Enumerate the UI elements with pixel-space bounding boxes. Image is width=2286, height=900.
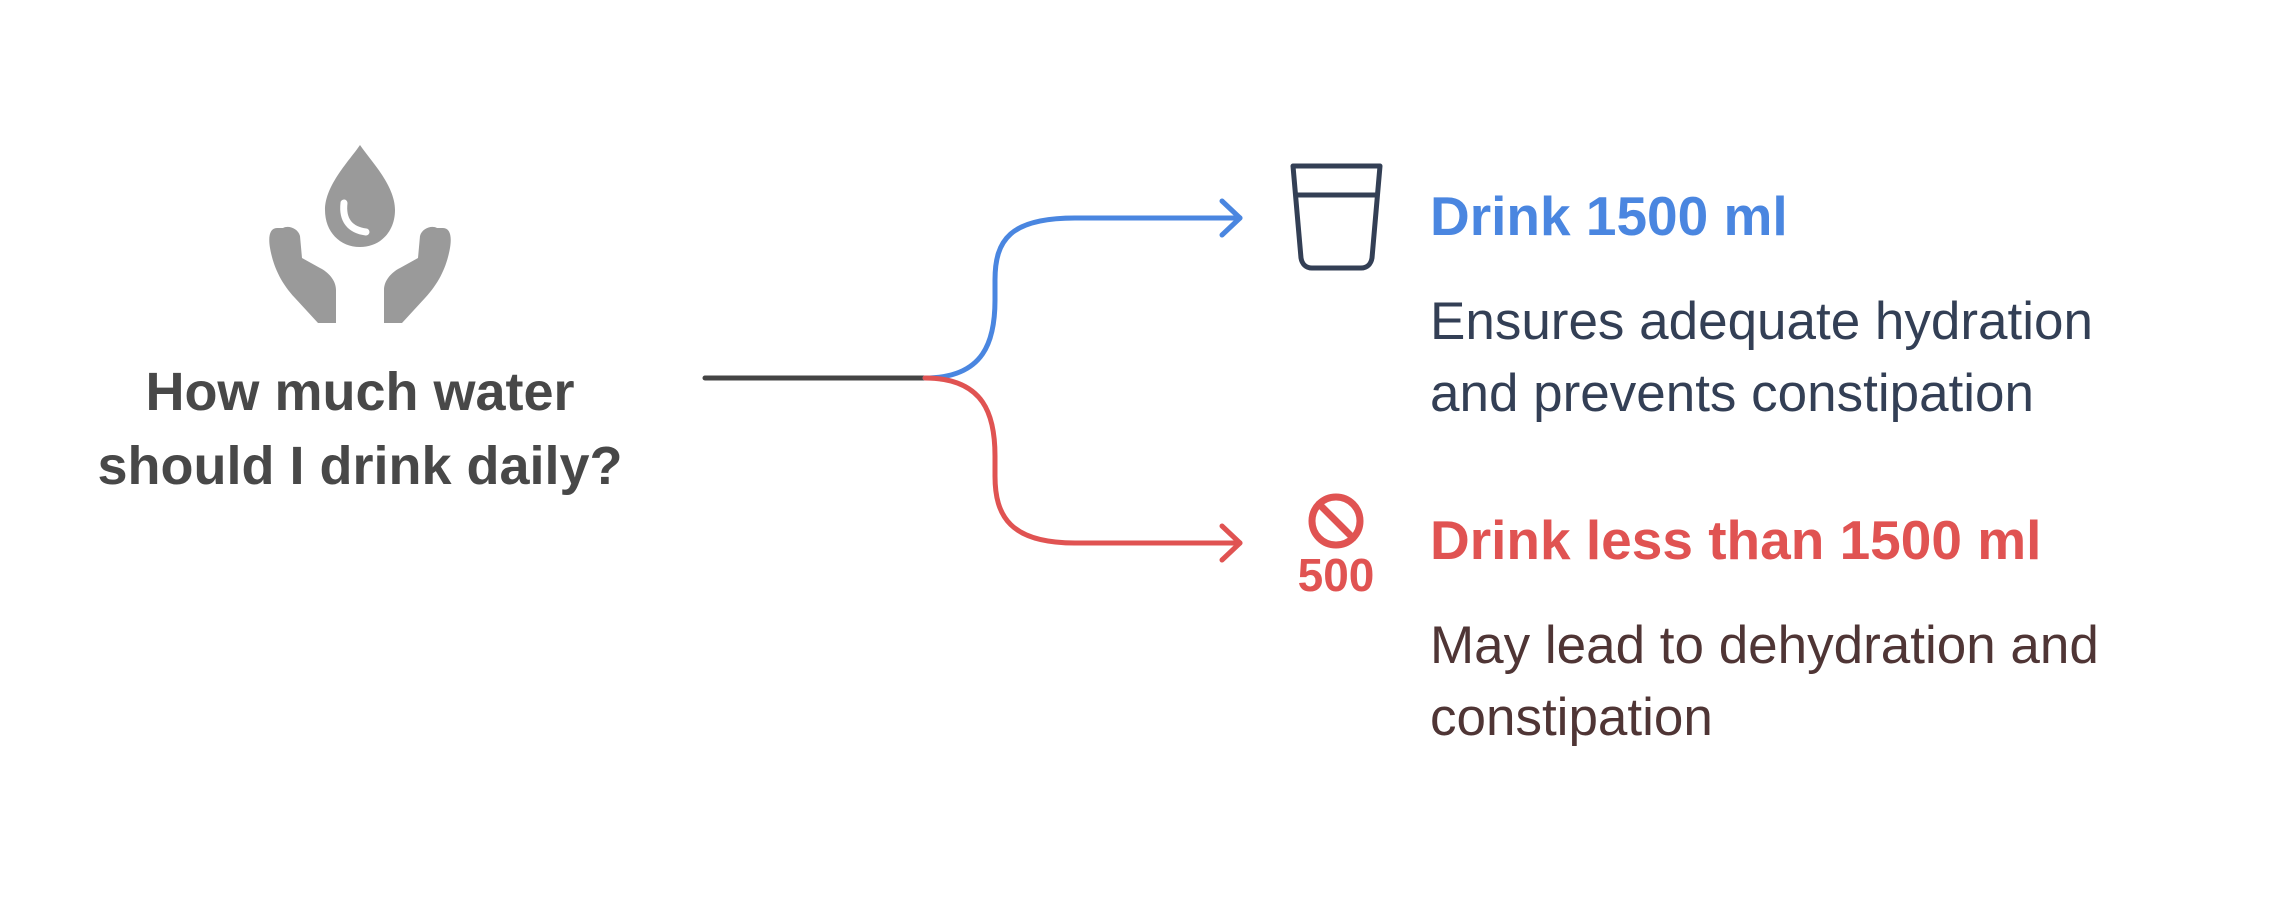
option-desc-drink-less: May lead to dehydration and constipation — [1430, 610, 2099, 754]
option-desc-line-2: constipation — [1430, 688, 1713, 747]
arrow-head-no — [1219, 523, 1243, 563]
branch-line-no — [922, 375, 1243, 546]
water-drop-shape — [325, 145, 395, 247]
arrow-head-yes — [1219, 198, 1243, 238]
glass-outline — [1290, 163, 1383, 271]
left-hand-shape — [269, 226, 336, 323]
question-line-2: should I drink daily? — [97, 436, 623, 496]
question-text: How much water should I drink daily? — [40, 355, 680, 503]
option-title-drink-less: Drink less than 1500 ml — [1430, 509, 2042, 571]
prohibit-circle — [1308, 493, 1364, 549]
option-desc-line-2: and prevents constipation — [1430, 364, 2035, 423]
option-title-drink-1500: Drink 1500 ml — [1430, 185, 1788, 247]
option-desc-line-1: Ensures adequate hydration — [1430, 292, 2093, 351]
option-desc-drink-1500: Ensures adequate hydration and prevents … — [1430, 286, 2093, 430]
branch-line-yes — [922, 215, 1243, 381]
no-500-label: 500 — [1298, 549, 1375, 601]
question-line-1: How much water — [145, 362, 575, 422]
right-hand-shape — [384, 226, 451, 323]
prohibit-slash — [1315, 500, 1357, 542]
water-drop-highlight — [340, 199, 370, 236]
option-desc-line-1: May lead to dehydration and — [1430, 616, 2099, 675]
